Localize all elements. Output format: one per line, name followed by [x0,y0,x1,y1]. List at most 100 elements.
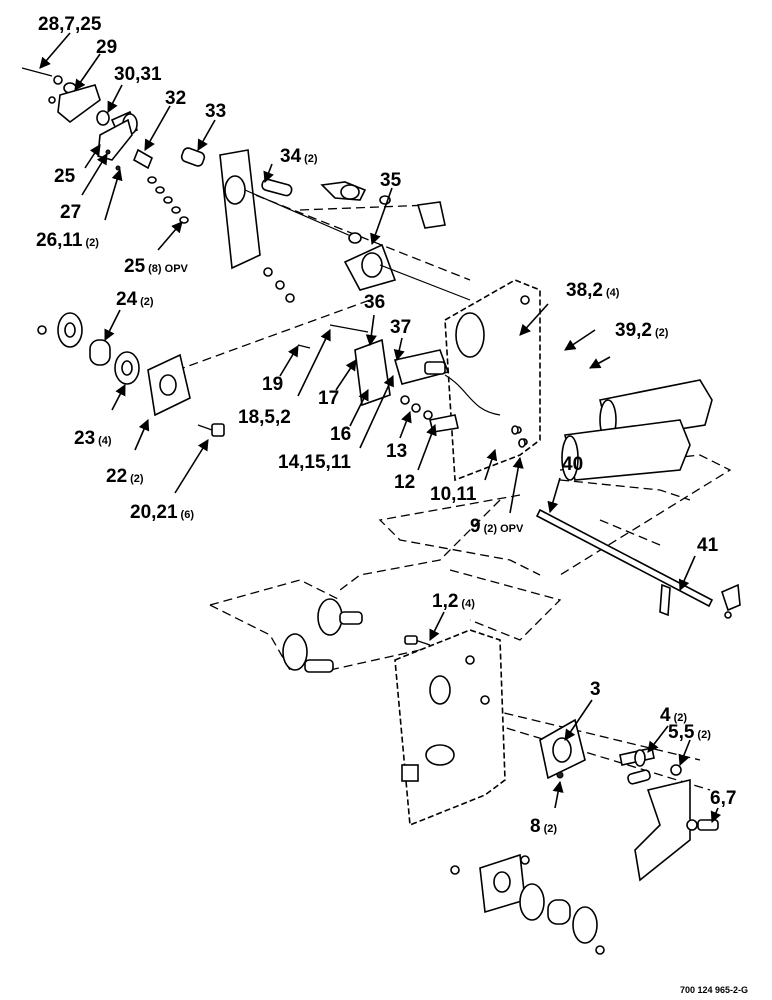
svg-text:24(2): 24(2) [116,289,154,310]
lower-roller-shafts [282,598,363,673]
callout-9-number: 9 [470,516,481,537]
callout-26-qty: (2) [86,237,100,249]
svg-text:33: 33 [205,101,226,122]
switch-bracket-group [297,324,526,448]
callout-26-number: 26,11 [36,230,83,251]
callout-8-number: 8 [530,816,541,837]
callout-8-qty: (2) [544,823,558,835]
callout-3-number: 3 [590,679,601,700]
callout-38-number: 38,2 [566,280,603,301]
svg-text:12: 12 [394,472,415,493]
callout-22-qty: (2) [130,473,144,485]
svg-text:19: 19 [262,374,283,395]
svg-text:32: 32 [165,88,186,109]
svg-text:5,5(2): 5,5(2) [668,722,711,743]
callout-28-number: 28,7,25 [38,14,102,35]
washer-stack [147,176,189,224]
callout-5-number: 5,5 [668,722,695,743]
svg-text:4(2): 4(2) [660,705,687,726]
svg-text:40: 40 [562,454,583,475]
shaft-40-41 [535,508,741,619]
lower-frame-plate [394,629,506,827]
svg-text:20,21(6): 20,21(6) [130,502,194,523]
callout-14-number: 14,15,11 [278,452,351,473]
callout-5-qty: (2) [697,729,711,741]
svg-text:30,31: 30,31 [114,64,162,85]
callout-24-number: 24 [116,289,138,310]
callout-22-number: 22 [106,466,127,487]
callout-33-number: 33 [205,101,226,122]
svg-text:35: 35 [380,170,402,191]
callout-19-number: 19 [262,374,283,395]
assembly-dashed-lines [149,184,732,791]
svg-text:27: 27 [60,202,81,223]
callout-20-number: 20,21 [130,502,178,523]
callout-24-qty: (2) [140,296,154,308]
lower-right-bearing-group [539,718,719,882]
callout-29-number: 29 [96,37,117,58]
svg-text:41: 41 [697,535,719,556]
callout-37-number: 37 [390,317,411,338]
callout-10-number: 10,11 [430,484,477,505]
figure-code: 700 124 965-2-G [680,985,748,995]
callout-1-qty: (4) [461,598,475,610]
callout-23-qty: (4) [98,435,112,447]
callout-16-number: 16 [330,424,351,445]
svg-text:39,2(2): 39,2(2) [615,320,669,341]
callout-13-number: 13 [386,441,407,462]
top-linkage-group [21,67,471,303]
callout-36-number: 36 [364,292,385,313]
callout-41-number: 41 [697,535,719,556]
svg-text:25(8) OPV: 25(8) OPV [124,256,189,277]
callout-labels: 28,7,25 29 30,31 32 33 34(2) 35 25 27 26… [36,14,736,837]
leader-lines [39,32,722,824]
svg-text:18,5,2: 18,5,2 [238,407,291,428]
callout-17-number: 17 [318,388,339,409]
callout-20-qty: (6) [181,509,195,521]
callout-18-number: 18,5,2 [238,407,291,428]
callout-38-qty: (4) [606,287,620,299]
svg-text:3: 3 [590,679,601,700]
callout-12-number: 12 [394,472,415,493]
bottom-bearing-stack [450,853,605,955]
svg-text:13: 13 [386,441,407,462]
svg-text:28,7,25: 28,7,25 [38,14,102,35]
callout-25b-qty: (8) OPV [148,263,188,275]
svg-text:17: 17 [318,388,339,409]
callout-9-qty: (2) OPV [484,523,524,535]
callout-4-number: 4 [660,705,671,726]
callout-25b-number: 25 [124,256,146,277]
callout-34-qty: (2) [304,153,318,165]
callout-23-number: 23 [74,428,95,449]
svg-text:10,11: 10,11 [430,484,477,505]
callout-32-number: 32 [165,88,186,109]
callout-1-number: 1,2 [432,591,458,612]
svg-text:34(2): 34(2) [280,146,318,167]
callout-30-number: 30,31 [114,64,162,85]
svg-text:14,15,11: 14,15,11 [278,452,351,473]
svg-text:16: 16 [330,424,351,445]
callout-27-number: 27 [60,202,81,223]
svg-text:37: 37 [390,317,411,338]
callout-4-qty: (2) [674,712,688,724]
svg-text:23(4): 23(4) [74,428,112,449]
callout-25-number: 25 [54,166,76,187]
left-bearing-assembly [37,312,225,437]
svg-text:38,2(4): 38,2(4) [566,280,620,301]
upper-frame-plate [444,279,713,482]
callout-34-number: 34 [280,146,302,167]
svg-text:25: 25 [54,166,76,187]
svg-text:9(2) OPV: 9(2) OPV [470,516,524,537]
callout-39-qty: (2) [655,327,669,339]
svg-text:1,2(4): 1,2(4) [432,591,475,612]
callout-39-number: 39,2 [615,320,652,341]
callout-40-number: 40 [562,454,583,475]
callout-6-number: 6,7 [710,788,736,809]
svg-text:36: 36 [364,292,385,313]
svg-text:22(2): 22(2) [106,466,144,487]
svg-text:8(2): 8(2) [530,816,557,837]
callout-35-number: 35 [380,170,402,191]
svg-text:6,7: 6,7 [710,788,736,809]
svg-text:29: 29 [96,37,117,58]
